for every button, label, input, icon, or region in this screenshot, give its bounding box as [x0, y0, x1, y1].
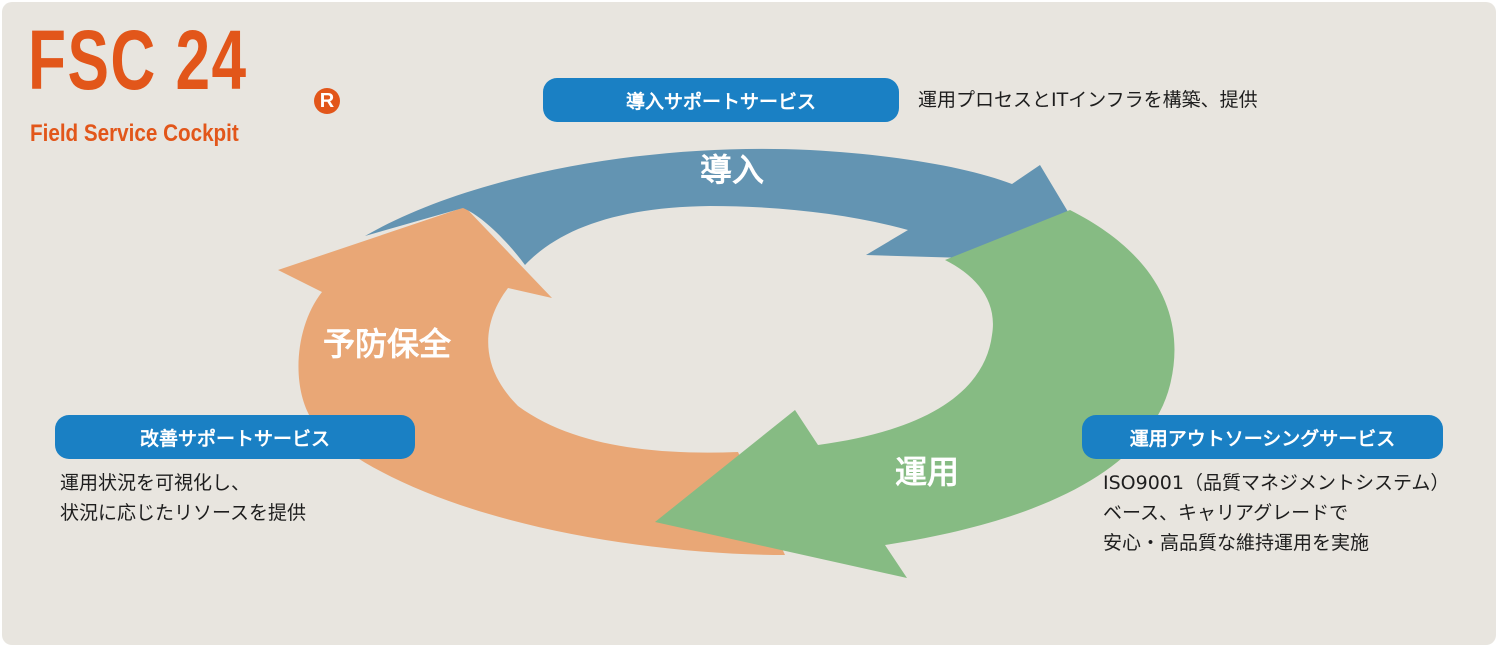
improvement-service-description: 運用状況を可視化し、 状況に応じたリソースを提供: [60, 468, 306, 528]
operation-desc-line-2: ベース、キャリアグレードで: [1103, 502, 1349, 524]
registered-mark: R: [314, 88, 340, 114]
cycle-label-introduction: 導入: [700, 151, 765, 189]
logo-subtitle: Field Service Cockpit: [30, 120, 239, 147]
logo-title: FSC 24: [28, 13, 248, 107]
operation-desc-line-3: 安心・高品質な維持運用を実施: [1103, 532, 1370, 554]
operation-service-description: ISO9001（品質マネジメントシステム） ベース、キャリアグレードで 安心・高…: [1103, 468, 1449, 558]
introduction-service-description: 運用プロセスとITインフラを構築、提供: [918, 89, 1258, 111]
cycle-label-preventive-maintenance: 予防保全: [323, 325, 452, 363]
improvement-service-badge: 改善サポートサービス: [55, 415, 415, 459]
improvement-desc-line-1: 運用状況を可視化し、: [60, 472, 251, 494]
operation-desc-line-1: ISO9001（品質マネジメントシステム）: [1103, 472, 1450, 494]
introduction-service-badge: 導入サポートサービス: [543, 78, 899, 122]
operation-service-badge: 運用アウトソーシングサービス: [1082, 415, 1443, 459]
cycle-label-operation: 運用: [895, 453, 960, 491]
cycle-arrow-orange: [278, 207, 785, 555]
improvement-desc-line-2: 状況に応じたリソースを提供: [60, 502, 307, 524]
cycle-arrow-green: [655, 210, 1175, 578]
cycle-arrow-blue: [365, 148, 1098, 265]
